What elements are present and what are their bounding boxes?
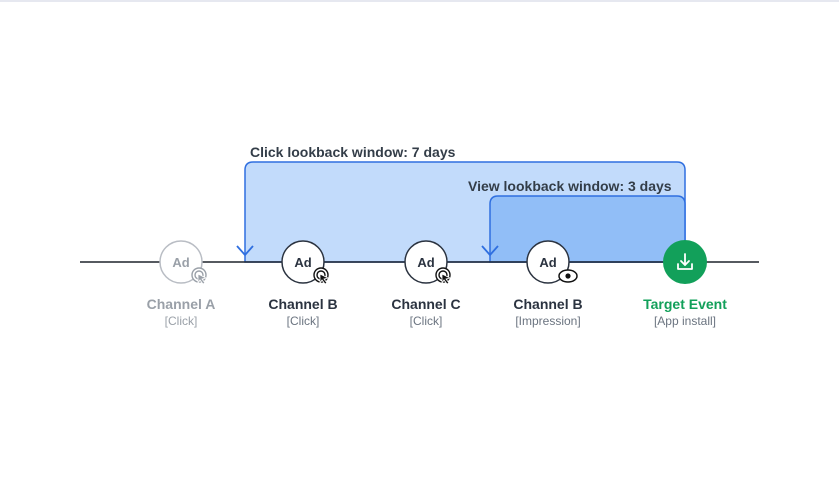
cursor-click-icon [191, 267, 208, 285]
view-lookback-window [489, 195, 686, 263]
ad-badge: Ad [417, 255, 434, 270]
top-divider [0, 0, 839, 2]
download-icon [677, 253, 693, 270]
node-channel-c-click: Ad [404, 240, 452, 285]
node-channel-b-impression: Ad [526, 240, 578, 284]
target-event-type: [App install] [653, 314, 717, 328]
interaction-type: [Click] [409, 314, 443, 328]
node-label-target-event: Target Event [App install] [615, 296, 755, 329]
ad-badge: Ad [172, 255, 189, 270]
channel-name: Channel C [391, 296, 461, 312]
eye-icon [558, 269, 578, 283]
node-label-channel-c-click: Channel C [Click] [356, 296, 496, 329]
interaction-type: [Click] [286, 314, 320, 328]
interaction-type: [Impression] [515, 314, 581, 328]
view-window-arrow [481, 245, 499, 257]
node-label-channel-a: Channel A [Click] [111, 296, 251, 329]
view-window-label: View lookback window: 3 days [468, 178, 672, 194]
target-event-name: Target Event [643, 296, 727, 312]
node-label-channel-b-impression: Channel B [Impression] [478, 296, 618, 329]
click-window-label: Click lookback window: 7 days [250, 144, 456, 160]
channel-name: Channel B [268, 296, 338, 312]
node-label-channel-b-click: Channel B [Click] [233, 296, 373, 329]
click-window-arrow [236, 245, 254, 257]
node-channel-b-click: Ad [281, 240, 330, 285]
cursor-click-icon [435, 267, 452, 285]
channel-name: Channel B [513, 296, 583, 312]
node-channel-a: Ad [159, 240, 208, 285]
cursor-click-icon [313, 267, 330, 285]
ad-badge: Ad [294, 255, 311, 270]
interaction-type: [Click] [164, 314, 198, 328]
channel-name: Channel A [146, 296, 216, 312]
ad-badge: Ad [539, 255, 556, 270]
node-target-event [663, 240, 707, 284]
